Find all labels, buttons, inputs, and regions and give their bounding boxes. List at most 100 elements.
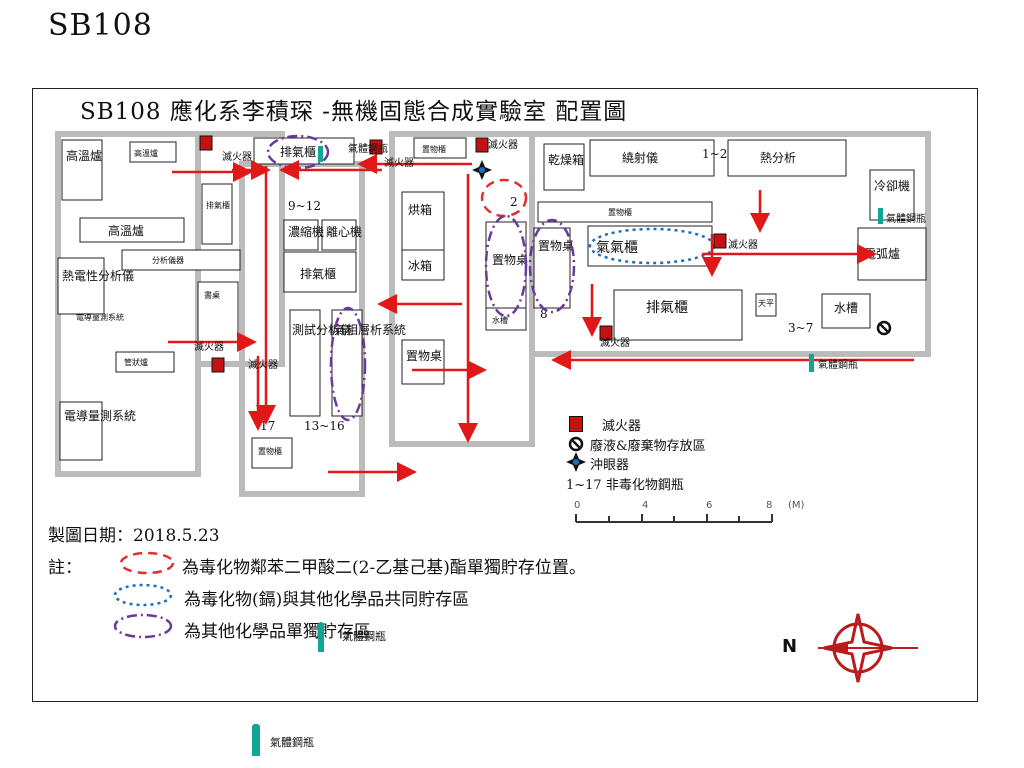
- floor-plan: 高溫爐 高溫爐 高溫爐 排氣櫃 排氣櫃 熱電性分析儀 分析儀器 書桌 管狀爐 電…: [55, 131, 931, 497]
- exhaust-cabinet-mid: [283, 251, 357, 293]
- storage-desk-3: [533, 227, 571, 309]
- storage-desk-1: [401, 339, 445, 385]
- dryer: [543, 143, 585, 191]
- extinguisher-labels: 滅火器 滅火器 滅火器 滅火器 滅火器 滅火器 滅火器: [194, 139, 758, 371]
- red-zone-note: 為毒化物鄰苯二甲酸二(2-乙基己基)酯單獨貯存位置。: [182, 558, 586, 578]
- label-bookshelf: 書桌: [204, 290, 220, 300]
- gas-cylinder-label: 氣體鋼瓶: [886, 212, 926, 225]
- label-high-temp-furnace-1: 高溫爐: [66, 148, 102, 163]
- high-temp-furnace-2: [79, 217, 185, 243]
- balance-box: [755, 293, 777, 317]
- fire-extinguishers: [199, 135, 727, 373]
- storage-top: [413, 137, 467, 159]
- blue-zone-swatch: [113, 583, 173, 607]
- label-xrd: 繞射儀: [622, 150, 658, 165]
- gas-cylinder-label: 氣體鋼瓶: [818, 358, 858, 371]
- gas-cylinder-icon: [809, 354, 814, 372]
- room-labels: 高溫爐 高溫爐 高溫爐 排氣櫃 排氣櫃 熱電性分析儀 分析儀器 書桌 管狀爐 電…: [62, 144, 910, 456]
- svg-text:6: 6: [706, 500, 712, 511]
- label-storage-desk-3: 置物桌: [538, 239, 574, 253]
- eyewash-icon: [472, 160, 492, 180]
- extinguisher-label: 滅火器: [222, 151, 252, 163]
- label-cooler: 冷卻機: [874, 178, 910, 193]
- label-storage-desk-2: 置物桌: [492, 253, 528, 267]
- high-temp-furnace-1: [61, 139, 103, 201]
- svg-text:8: 8: [766, 500, 772, 511]
- label-concentrator: 濃縮機: [288, 224, 324, 239]
- extinguisher-label: 滅火器: [600, 337, 630, 349]
- legend-eyewash: 沖眼器: [590, 458, 630, 473]
- notes-prefix: 註：: [48, 558, 82, 578]
- label-balance-box: 天平: [758, 299, 774, 308]
- label-storage-right: 置物櫃: [608, 207, 632, 217]
- extinguisher-icon: [475, 137, 489, 153]
- concentrator: [283, 219, 319, 251]
- svg-text:0: 0: [574, 500, 580, 511]
- label-exhaust-cabinet-mid: 排氣櫃: [300, 267, 336, 281]
- number-1-2: 1~2: [702, 147, 727, 161]
- centrifuge: [321, 219, 357, 251]
- label-conductivity-system: 電導量測系統: [64, 409, 136, 423]
- red-zone: [480, 178, 528, 218]
- waste-icon: [876, 320, 892, 336]
- evacuation-arrows: [168, 154, 914, 482]
- gas-cylinder-label: 氣體鋼瓶: [348, 142, 388, 155]
- label-sink-2: 水槽: [834, 301, 858, 315]
- gas-cylinders: [318, 146, 883, 372]
- waste-icon: [568, 436, 584, 452]
- storage-bottom: [251, 437, 293, 469]
- ice-box: [401, 249, 445, 281]
- scale-bar: 0 4 6 8 (M): [574, 500, 805, 523]
- extinguisher-icon: [369, 139, 383, 155]
- extinguisher-icon: [211, 357, 225, 373]
- label-exhaust-cabinet-top: 排氣櫃: [280, 145, 316, 159]
- blue-zone-note: 為毒化物(鎘)與其他化學品共同貯存區: [184, 590, 470, 610]
- purple-zone-desk3: [528, 218, 576, 314]
- sink-2: [821, 293, 871, 329]
- gas-cylinder-icon: [878, 208, 883, 224]
- extinguisher-label: 滅火器: [728, 239, 758, 251]
- analysis-instrument: [121, 249, 241, 271]
- extinguisher-label: 滅火器: [194, 341, 224, 353]
- eyewash-icon: [566, 452, 586, 472]
- storage-desk-2: [485, 221, 527, 313]
- gas-cylinder-icon: [318, 622, 324, 652]
- label-thermal-analyzer: 熱電性分析儀: [62, 269, 134, 283]
- legend-waste: 廢液&廢棄物存放區: [590, 439, 706, 454]
- legend-extinguisher: 滅火器: [602, 419, 642, 434]
- gas-cylinder-label: 氣體鋼瓶: [270, 736, 314, 749]
- gas-cylinder-icon: [252, 724, 260, 756]
- gc-system: [331, 309, 363, 417]
- bookshelf: [197, 281, 239, 343]
- extinguisher-icon: [569, 416, 583, 432]
- label-gc-system: 氣相層析系統: [334, 323, 406, 337]
- test-analyzer: [289, 309, 321, 417]
- purple-zone-gc: [329, 306, 367, 422]
- number-9-12: 9~12: [288, 199, 321, 213]
- label-storage-bottom: 置物櫃: [258, 446, 282, 456]
- gas-cylinder-labels: 氣體鋼瓶 氣體鋼瓶 氣體鋼瓶: [348, 142, 926, 371]
- number-13-16: 13~16: [304, 419, 345, 433]
- label-analysis-instrument: 分析儀器: [152, 255, 184, 265]
- number-8: 8: [540, 307, 548, 321]
- conductivity-system: [59, 401, 103, 461]
- label-gas-cabinet: 氣氣櫃: [596, 240, 638, 256]
- label-exhaust-cabinet-right: 排氣櫃: [646, 300, 688, 316]
- label-storage-desk-1: 置物桌: [406, 349, 442, 363]
- label-tube-furnace: 管狀爐: [124, 357, 148, 367]
- label-ice-box: 冰箱: [408, 258, 432, 273]
- extinguisher-label: 滅火器: [488, 139, 518, 151]
- thermal-analyzer: [57, 257, 105, 315]
- label-storage-top: 置物櫃: [422, 144, 446, 154]
- label-high-temp-furnace-small: 高溫爐: [134, 148, 158, 158]
- storage-right: [537, 201, 713, 223]
- label-high-temp-furnace-2: 高溫爐: [108, 223, 144, 238]
- cooler: [869, 169, 915, 221]
- label-sink-1: 水槽: [492, 315, 508, 325]
- slide-title: SB108: [48, 8, 153, 43]
- drawing-date: 製圖日期：2018.5.23: [48, 526, 220, 546]
- gas-cylinder-icon: [318, 146, 323, 162]
- exhaust-cabinet-right: [613, 289, 743, 341]
- tube-furnace: [115, 351, 175, 373]
- label-dryer: 乾燥箱: [548, 152, 584, 167]
